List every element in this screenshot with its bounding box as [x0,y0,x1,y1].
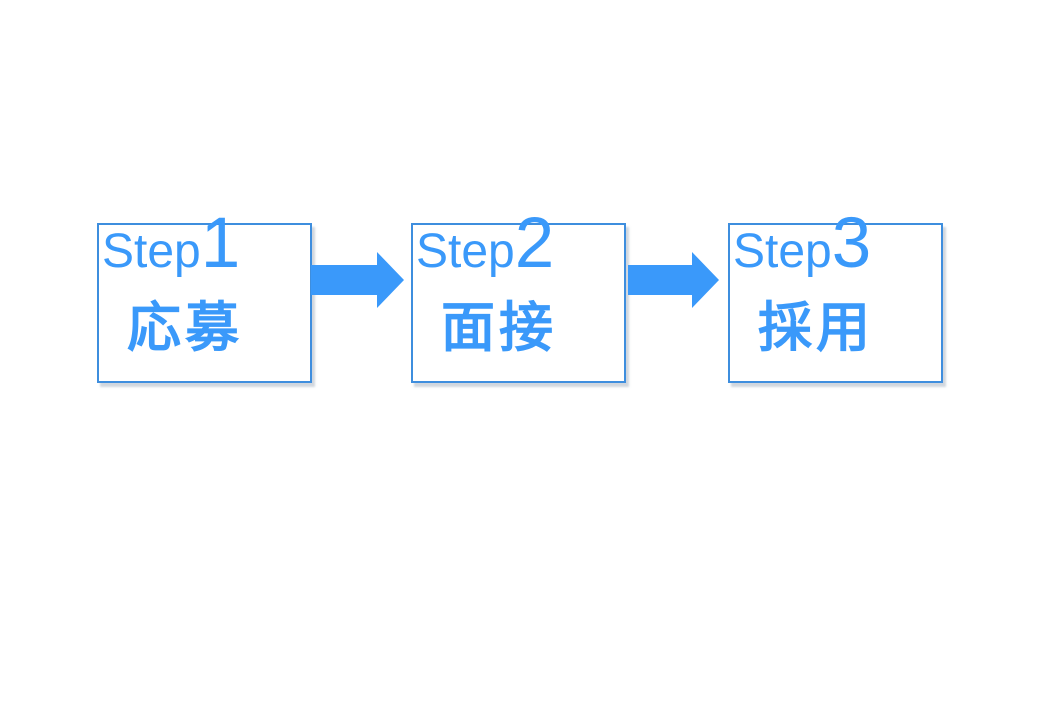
step-title-1: Step1 [102,208,240,279]
right-arrow-icon [311,250,406,310]
step-title-3: Step3 [733,208,871,279]
step-box-1: Step1 応募 [97,208,312,383]
step-number-3: 3 [831,204,872,283]
step-title-2: Step2 [416,208,554,279]
step-number-1: 1 [200,204,241,283]
step-word-1: Step [102,225,201,278]
step-number-2: 2 [514,204,555,283]
right-arrow-icon [628,250,721,310]
step-label-1: 応募 [127,298,243,358]
step-box-3: Step3 採用 [728,208,943,383]
step-box-2: Step2 面接 [411,208,626,383]
step-label-2: 面接 [441,298,557,358]
step-word-3: Step [733,225,832,278]
step-label-3: 採用 [758,298,874,358]
step-word-2: Step [416,225,515,278]
